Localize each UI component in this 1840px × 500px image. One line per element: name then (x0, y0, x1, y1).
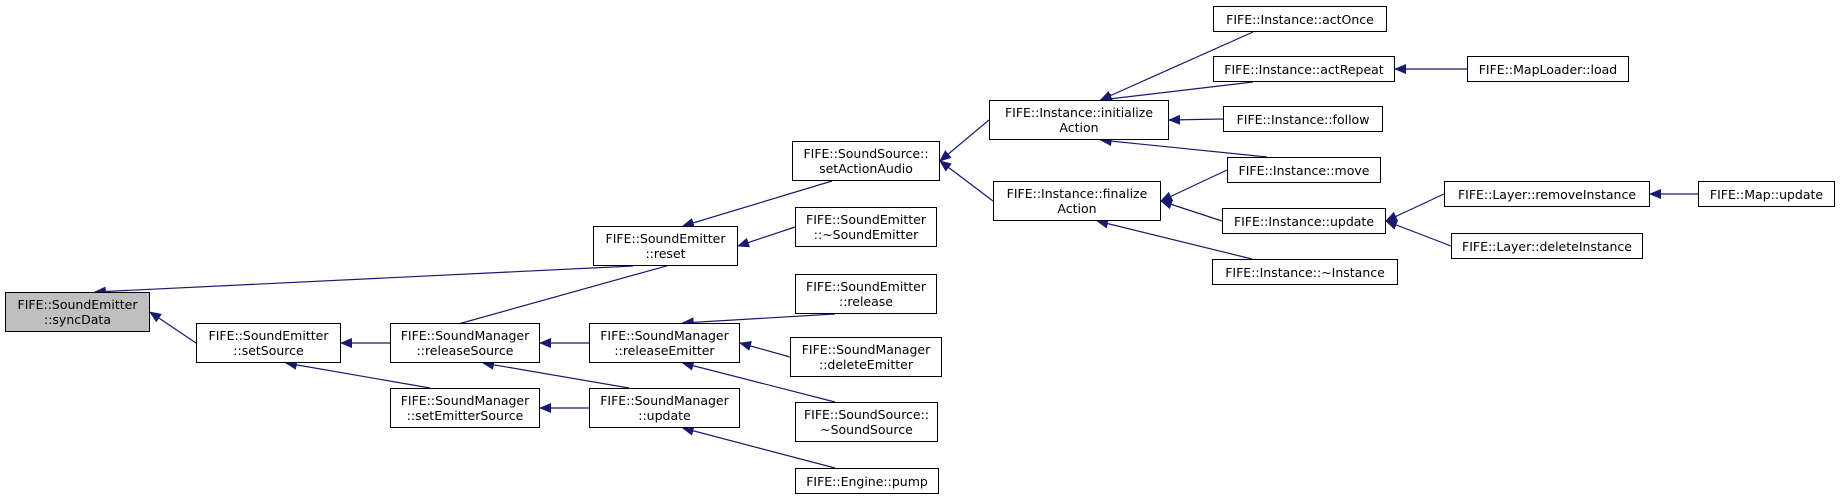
edge-instUpdate-to-finalizeAction (1160, 199, 1223, 222)
node-label: FIFE::Instance::initialize Action (1004, 105, 1154, 135)
node-label: FIFE::SoundEmitter ::release (806, 279, 926, 309)
node-label: FIFE::Layer::removeInstance (1457, 186, 1637, 202)
node-label: FIFE::SoundManager ::releaseEmitter (600, 328, 729, 358)
edge-move-to-initializeAction (1099, 136, 1268, 158)
node-label: FIFE::Engine::pump (806, 473, 928, 489)
node-label: FIFE::MapLoader::load (1478, 61, 1618, 77)
node-releaseEmitter[interactable]: FIFE::SoundManager ::releaseEmitter (589, 323, 740, 363)
edge-dtorEmitter-to-reset (737, 226, 796, 248)
edge-dtorSource-to-releaseEmitter (681, 360, 836, 403)
node-mapLoaderLoad[interactable]: FIFE::MapLoader::load (1467, 56, 1629, 82)
node-finalizeAction[interactable]: FIFE::Instance::finalize Action (993, 181, 1161, 221)
node-releaseSource[interactable]: FIFE::SoundManager ::releaseSource (390, 323, 540, 363)
node-instUpdate[interactable]: FIFE::Instance::update (1222, 208, 1386, 234)
node-setActionAudio[interactable]: FIFE::SoundSource:: setActionAudio (792, 141, 940, 181)
node-dtorInstance[interactable]: FIFE::Instance::~Instance (1212, 259, 1398, 285)
node-deleteInstance[interactable]: FIFE::Layer::deleteInstance (1451, 233, 1643, 259)
edge-setSource-to-syncData (149, 311, 197, 344)
node-smUpdate[interactable]: FIFE::SoundManager ::update (589, 388, 740, 428)
edge-deleteInstance-to-instUpdate (1385, 220, 1452, 247)
node-label: FIFE::Instance::follow (1236, 111, 1370, 127)
node-label: FIFE::Instance::actRepeat (1224, 61, 1384, 77)
node-label: FIFE::Instance::~Instance (1225, 264, 1385, 280)
edge-finalizeAction-to-setActionAudio (939, 160, 994, 202)
node-label: FIFE::SoundSource:: ~SoundSource (803, 407, 930, 437)
node-label: FIFE::Instance::finalize Action (1006, 186, 1148, 216)
edge-setActionAudio-to-reset (681, 180, 833, 228)
edge-follow-to-initializeAction (1168, 114, 1224, 125)
edge-setEmitterSource-to-setSource (284, 359, 431, 389)
node-deleteEmitter[interactable]: FIFE::SoundManager ::deleteEmitter (790, 337, 942, 377)
edge-reset-to-syncData (93, 265, 634, 297)
node-dtorEmitter[interactable]: FIFE::SoundEmitter ::~SoundEmitter (795, 207, 937, 247)
node-mapUpdate[interactable]: FIFE::Map::update (1698, 181, 1835, 207)
node-reset[interactable]: FIFE::SoundEmitter ::reset (593, 226, 738, 266)
edge-actRepeat-to-initializeAction (1099, 81, 1254, 104)
node-label: FIFE::SoundEmitter ::reset (605, 231, 726, 261)
node-setEmitterSource[interactable]: FIFE::SoundManager ::setEmitterSource (390, 388, 540, 428)
node-syncData: FIFE::SoundEmitter ::syncData (5, 292, 150, 332)
node-label: FIFE::Instance::move (1238, 162, 1370, 178)
node-emitterRelease[interactable]: FIFE::SoundEmitter ::release (795, 274, 937, 314)
node-label: FIFE::SoundManager ::releaseSource (400, 328, 530, 358)
node-label: FIFE::SoundEmitter ::setSource (208, 328, 329, 358)
edge-actOnce-to-initializeAction (1099, 31, 1254, 101)
node-actRepeat[interactable]: FIFE::Instance::actRepeat (1213, 56, 1395, 82)
edge-emitterRelease-to-releaseEmitter (681, 313, 836, 328)
node-actOnce[interactable]: FIFE::Instance::actOnce (1213, 6, 1387, 32)
node-label: FIFE::Map::update (1709, 186, 1824, 202)
node-label: FIFE::Instance::actOnce (1226, 11, 1374, 27)
node-pump[interactable]: FIFE::Engine::pump (795, 468, 939, 494)
node-label: FIFE::Instance::update (1233, 213, 1375, 229)
node-label: FIFE::SoundManager ::setEmitterSource (400, 393, 530, 423)
edge-initializeAction-to-setActionAudio (939, 119, 990, 162)
edge-dtorInstance-to-finalizeAction (1096, 218, 1253, 260)
node-follow[interactable]: FIFE::Instance::follow (1223, 106, 1383, 132)
edge-removeInstance-to-instUpdate (1385, 193, 1445, 222)
node-dtorSource[interactable]: FIFE::SoundSource:: ~SoundSource (795, 402, 938, 442)
node-removeInstance[interactable]: FIFE::Layer::removeInstance (1444, 181, 1650, 207)
node-initializeAction[interactable]: FIFE::Instance::initialize Action (989, 100, 1169, 140)
node-label: FIFE::SoundEmitter ::~SoundEmitter (806, 212, 926, 242)
node-move[interactable]: FIFE::Instance::move (1227, 157, 1381, 183)
node-label: FIFE::SoundSource:: setActionAudio (803, 146, 929, 176)
node-setSource[interactable]: FIFE::SoundEmitter ::setSource (196, 323, 341, 363)
edge-pump-to-smUpdate (681, 425, 836, 469)
node-label: FIFE::SoundEmitter ::syncData (17, 297, 138, 327)
edge-deleteEmitter-to-releaseEmitter (739, 341, 791, 358)
node-label: FIFE::SoundManager ::deleteEmitter (801, 342, 931, 372)
edge-smUpdate-to-releaseSource (482, 359, 630, 389)
edge-move-to-finalizeAction (1160, 169, 1228, 202)
node-label: FIFE::Layer::deleteInstance (1462, 238, 1632, 254)
node-label: FIFE::SoundManager ::update (600, 393, 729, 423)
